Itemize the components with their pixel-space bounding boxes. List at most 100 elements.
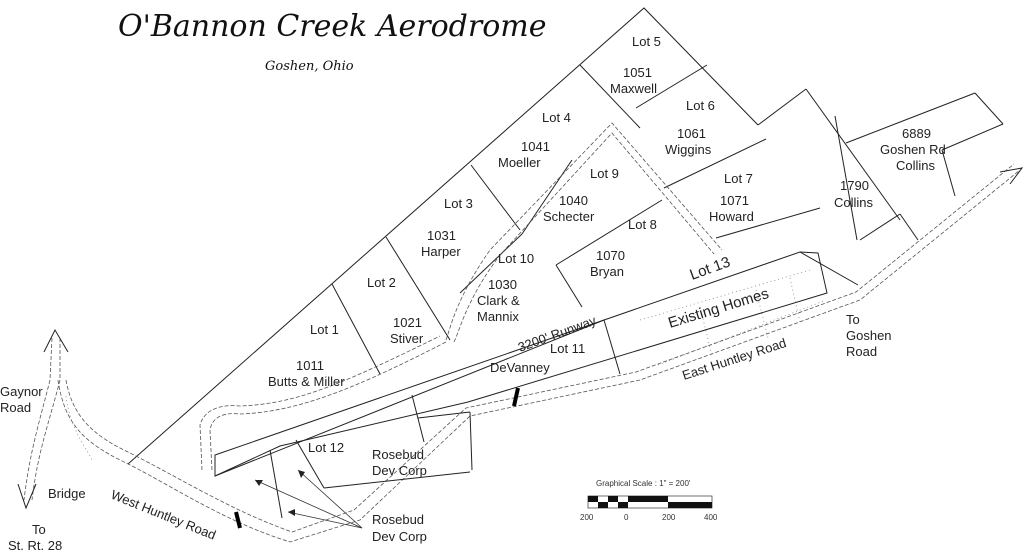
lot-labels: Lot 1 1011 Butts & Miller Lot 2 1021 Sti… — [268, 34, 946, 544]
divider-lot9-lot10 — [521, 159, 573, 235]
runway-centerline-edge — [214, 319, 605, 477]
lot-10-owner-line1: Clark & — [477, 293, 520, 308]
divider-lot6-lot7 — [663, 138, 767, 189]
lot-4-name: Lot 4 — [542, 110, 571, 125]
huntley-road-south — [57, 169, 1021, 543]
bridge-marker-west — [234, 511, 242, 529]
lot-4-number: 1041 — [521, 139, 550, 154]
scale-tick-2: 200 — [662, 513, 676, 522]
east-huntley-road-label: East Huntley Road — [680, 335, 788, 383]
collins-1790-number: 1790 — [840, 178, 869, 193]
lot-13-name: Lot 13 — [688, 254, 733, 284]
divider-collins — [834, 115, 858, 241]
lot-5-number: 1051 — [623, 65, 652, 80]
lot-7-owner: Howard — [709, 209, 754, 224]
lot-7-number: 1071 — [720, 193, 749, 208]
rosebud-callout-line1: Rosebud — [372, 512, 424, 527]
lot-2-owner: Stiver — [390, 331, 424, 346]
lot-1-number: 1011 — [296, 358, 324, 373]
collins-6889-line3: Collins — [896, 158, 936, 173]
lot-11-owner: DeVanney — [490, 360, 550, 375]
to-st-rt-label-line2: St. Rt. 28 — [8, 538, 62, 553]
boundary-segment — [974, 92, 1004, 125]
taxiway — [199, 122, 723, 471]
scale-tick-1: 0 — [624, 513, 629, 522]
collins-1790-owner: Collins — [834, 195, 874, 210]
to-goshen-label-line2: Goshen — [846, 328, 892, 343]
west-huntley-road-label: West Huntley Road — [109, 487, 218, 543]
map-title: O'Bannon Creek Aerodrome — [118, 9, 546, 44]
huntley-road-north — [65, 163, 1015, 533]
lot-6-number: 1061 — [677, 126, 706, 141]
divider-collins-sub — [859, 213, 901, 241]
gaynor-road-west — [23, 337, 53, 501]
lot-6-name: Lot 6 — [686, 98, 715, 113]
rosebud-divider — [411, 394, 425, 443]
boundary-segment — [757, 88, 807, 126]
to-st-rt-label-line1: To — [32, 522, 46, 537]
gaynor-road-east — [31, 338, 61, 501]
outer-boundary-north — [127, 7, 759, 465]
lot-4-owner: Moeller — [498, 155, 541, 170]
lot-9-name: Lot 9 — [590, 166, 619, 181]
lot-boundaries — [127, 7, 1004, 465]
divider-lot7-lot8 — [715, 207, 821, 239]
lot-12-owner-line1: Rosebud — [372, 447, 424, 462]
to-goshen-label-line1: To — [846, 312, 860, 327]
collins-6889-line2: Goshen Rd — [880, 142, 946, 157]
lot-5-name: Lot 5 — [632, 34, 661, 49]
arrow-gaynor-north — [43, 328, 69, 353]
rosebud-divider3 — [469, 411, 473, 471]
scale-caption: Graphical Scale : 1" = 200' — [596, 479, 691, 488]
arrow-st-rt-south — [17, 483, 37, 510]
runway-outline — [214, 251, 828, 477]
bridge-marker — [512, 387, 520, 407]
lot-11-name: Lot 11 — [550, 341, 585, 356]
lot-8-number: 1070 — [596, 248, 625, 263]
existing-homes-label: Existing Homes — [666, 285, 771, 332]
rosebud-callout-line2: Dev Corp — [372, 529, 427, 544]
boundary-segment — [941, 149, 956, 197]
collins-6889-line1: 6889 — [902, 126, 931, 141]
roads — [17, 163, 1023, 543]
divider-lot8-lot9 — [555, 199, 663, 266]
lot-6-owner: Wiggins — [665, 142, 712, 157]
lot-3-number: 1031 — [427, 228, 456, 243]
lot-8-owner: Bryan — [590, 264, 624, 279]
lot-9-owner: Schecter — [543, 209, 595, 224]
lot-9-number: 1040 — [559, 193, 588, 208]
lot-3-owner: Harper — [421, 244, 461, 259]
rosebud-divider2 — [417, 411, 471, 419]
boundary-segment — [805, 88, 901, 221]
map-subtitle: Goshen, Ohio — [265, 59, 354, 74]
lot-10-name: Lot 10 — [498, 251, 534, 266]
divider-lot10-lot3 — [459, 233, 523, 294]
bridge-label: Bridge — [48, 486, 86, 501]
divider-lot8-lot10 — [555, 264, 583, 308]
rosebud-bottom — [323, 471, 471, 489]
runway-east-edge — [799, 251, 859, 286]
arrow-goshen-east — [999, 167, 1023, 185]
divider-lot5-lot6 — [635, 64, 708, 109]
boundary-segment — [845, 92, 976, 144]
lot-10-owner-line2: Mannix — [477, 309, 519, 324]
lot-12-owner-line2: Dev Corp — [372, 463, 427, 478]
lot-7-name: Lot 7 — [724, 171, 753, 186]
lot-1-owner: Butts & Miller — [268, 374, 345, 389]
lot-10-number: 1030 — [488, 277, 517, 292]
lot12-divider — [269, 449, 283, 519]
gaynor-road-label-line1: Gaynor — [0, 384, 43, 399]
divider-lot4-lot5 — [579, 64, 641, 129]
lot-5-owner: Maxwell — [610, 81, 657, 96]
graphical-scale: Graphical Scale : 1" = 200' 200 0 200 40… — [580, 479, 718, 522]
scale-tick-3: 400 — [704, 513, 718, 522]
lot-3-name: Lot 3 — [444, 196, 473, 211]
scale-tick-0: 200 — [580, 513, 594, 522]
lot-8-name: Lot 8 — [628, 217, 657, 232]
rosebud-west — [295, 439, 325, 489]
lot-2-number: 1021 — [393, 315, 422, 330]
lot-12-name: Lot 12 — [308, 440, 344, 455]
divider-collins-sub2 — [899, 213, 919, 241]
lot-2-name: Lot 2 — [367, 275, 396, 290]
